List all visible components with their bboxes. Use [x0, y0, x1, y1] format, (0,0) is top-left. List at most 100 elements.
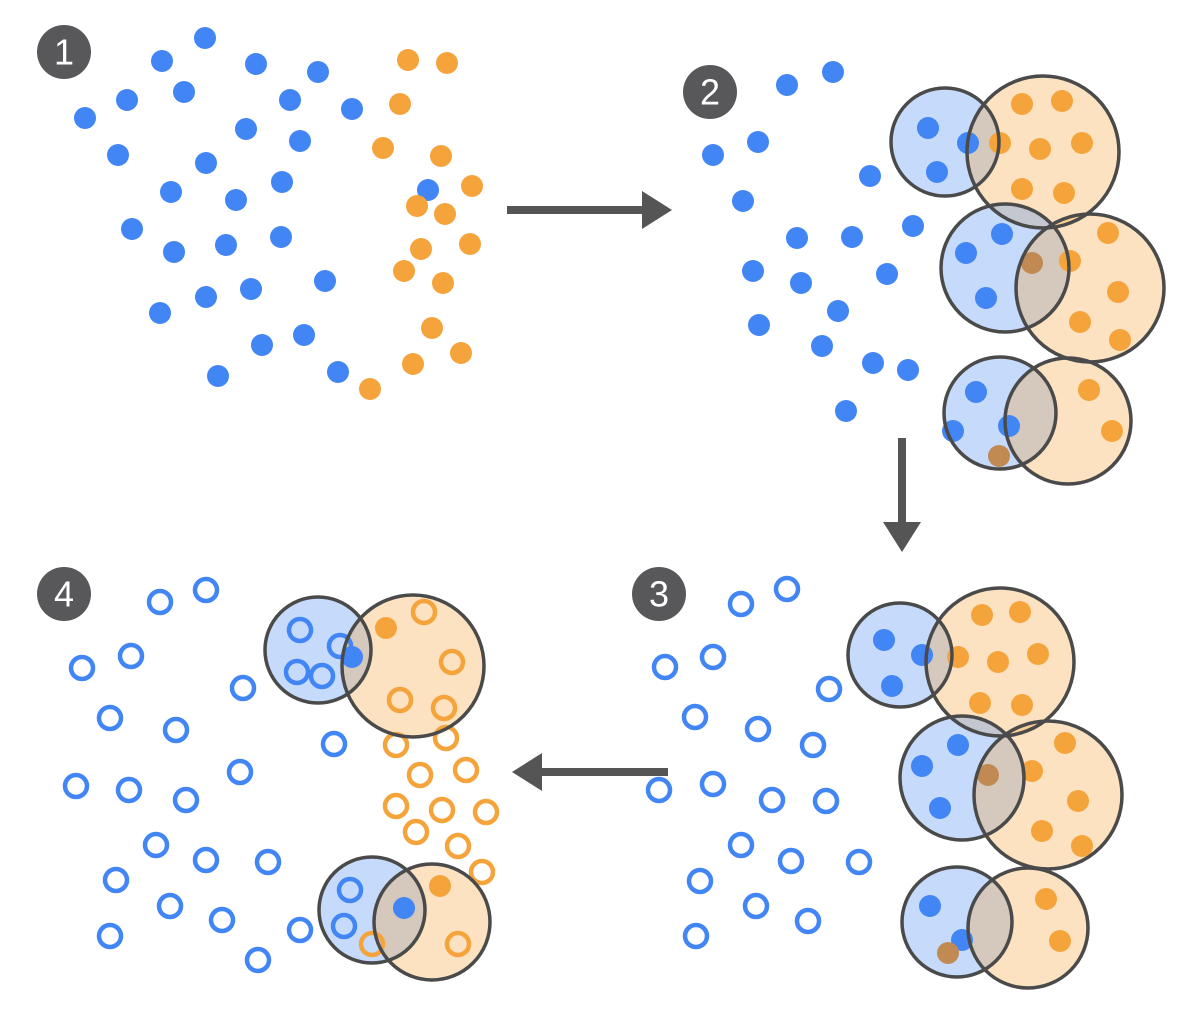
data-point-orange [1101, 420, 1123, 442]
data-point-orange-open [472, 798, 500, 826]
data-point-orange [359, 378, 381, 400]
data-point-blue-open [815, 675, 843, 703]
data-point-blue-open [192, 846, 220, 874]
data-point-orange-open [386, 686, 414, 714]
data-point-blue [975, 287, 997, 309]
data-point-orange [1021, 760, 1043, 782]
data-point-blue [225, 189, 247, 211]
data-point-blue [195, 152, 217, 174]
data-point-blue-open [254, 848, 282, 876]
data-point-blue-open [326, 632, 354, 660]
data-point-blue-open [96, 704, 124, 732]
data-point-orange [1067, 790, 1089, 812]
data-point-blue [251, 334, 273, 356]
arrow-head [883, 522, 921, 552]
cluster-outline-blue [898, 714, 1026, 842]
data-point-blue-open [645, 776, 673, 804]
cluster-outline-orange [965, 74, 1121, 230]
data-point-blue [947, 734, 969, 756]
data-point-orange-open [430, 694, 458, 722]
data-point-orange [461, 175, 483, 197]
data-point-orange [1029, 138, 1051, 160]
data-point-blue-open [699, 643, 727, 671]
step-badge [37, 567, 91, 621]
data-point-blue [341, 646, 363, 668]
data-point-blue [271, 171, 293, 193]
data-point-orange [1107, 281, 1129, 303]
data-point-blue-open [727, 831, 755, 859]
data-point-orange [1027, 643, 1049, 665]
data-point-blue-open [117, 642, 145, 670]
cluster-outline-blue [317, 855, 427, 965]
data-point-blue [822, 61, 844, 83]
data-point-orange [436, 52, 458, 74]
data-point-blue-open [744, 715, 772, 743]
data-point-orange-open [444, 832, 472, 860]
data-point-blue [235, 118, 257, 140]
data-point-blue [116, 89, 138, 111]
data-point-blue-open [162, 716, 190, 744]
data-point-orange [402, 353, 424, 375]
data-point-orange [410, 238, 432, 260]
data-point-blue [929, 797, 951, 819]
data-point-orange [393, 260, 415, 282]
data-point-blue-open [286, 616, 314, 644]
data-point-blue [279, 89, 301, 111]
data-point-blue-open [142, 831, 170, 859]
data-point-orange [987, 651, 1009, 673]
data-point-blue [160, 181, 182, 203]
data-point-blue-open [102, 866, 130, 894]
data-point-orange [1097, 222, 1119, 244]
data-point-blue-open [192, 576, 220, 604]
data-point-blue [991, 223, 1013, 245]
data-point-blue [776, 74, 798, 96]
data-point-blue [149, 302, 171, 324]
cluster-outline-orange [340, 593, 486, 739]
data-point-orange [969, 692, 991, 714]
data-point-blue-open [229, 674, 257, 702]
step-badge [683, 65, 737, 119]
data-point-orange [397, 49, 419, 71]
data-point-orange [421, 317, 443, 339]
data-point-blue [173, 81, 195, 103]
data-point-blue [873, 629, 895, 651]
data-point-blue [998, 415, 1020, 437]
data-point-blue-open [172, 786, 200, 814]
data-point-blue-open [286, 916, 314, 944]
data-point-blue [732, 190, 754, 212]
data-point-blue-open [812, 787, 840, 815]
data-point-blue [307, 61, 329, 83]
data-point-blue-open [682, 922, 710, 950]
data-point-blue-open [308, 662, 336, 690]
cluster-outline-orange [924, 586, 1076, 738]
data-point-orange [1011, 178, 1033, 200]
data-point-blue-open [777, 847, 805, 875]
data-point-blue-open [330, 912, 358, 940]
data-point-orange [1069, 311, 1091, 333]
data-point-blue [827, 300, 849, 322]
data-point-blue-open [773, 575, 801, 603]
data-point-blue [417, 179, 439, 201]
cluster-fill-blue [902, 867, 1012, 977]
cluster-outline-blue [939, 202, 1071, 334]
data-point-blue [107, 144, 129, 166]
data-point-blue-open [742, 892, 770, 920]
step-badge-label: 3 [649, 574, 669, 615]
data-point-blue [790, 272, 812, 294]
data-point-blue [289, 130, 311, 152]
cluster-outline-blue [263, 595, 373, 705]
data-point-blue-open [727, 590, 755, 618]
data-point-orange-open [452, 756, 480, 784]
data-point-blue [965, 381, 987, 403]
data-point-orange [430, 145, 452, 167]
data-point-blue [270, 226, 292, 248]
data-point-blue [902, 215, 924, 237]
data-point-orange [1071, 132, 1093, 154]
cluster-fill-orange [974, 721, 1122, 869]
data-point-blue [195, 286, 217, 308]
cluster-fill-orange [1016, 214, 1164, 362]
data-point-blue-open [146, 588, 174, 616]
data-point-orange-open [428, 796, 456, 824]
cluster-outline-blue [900, 865, 1014, 979]
data-point-blue [917, 117, 939, 139]
